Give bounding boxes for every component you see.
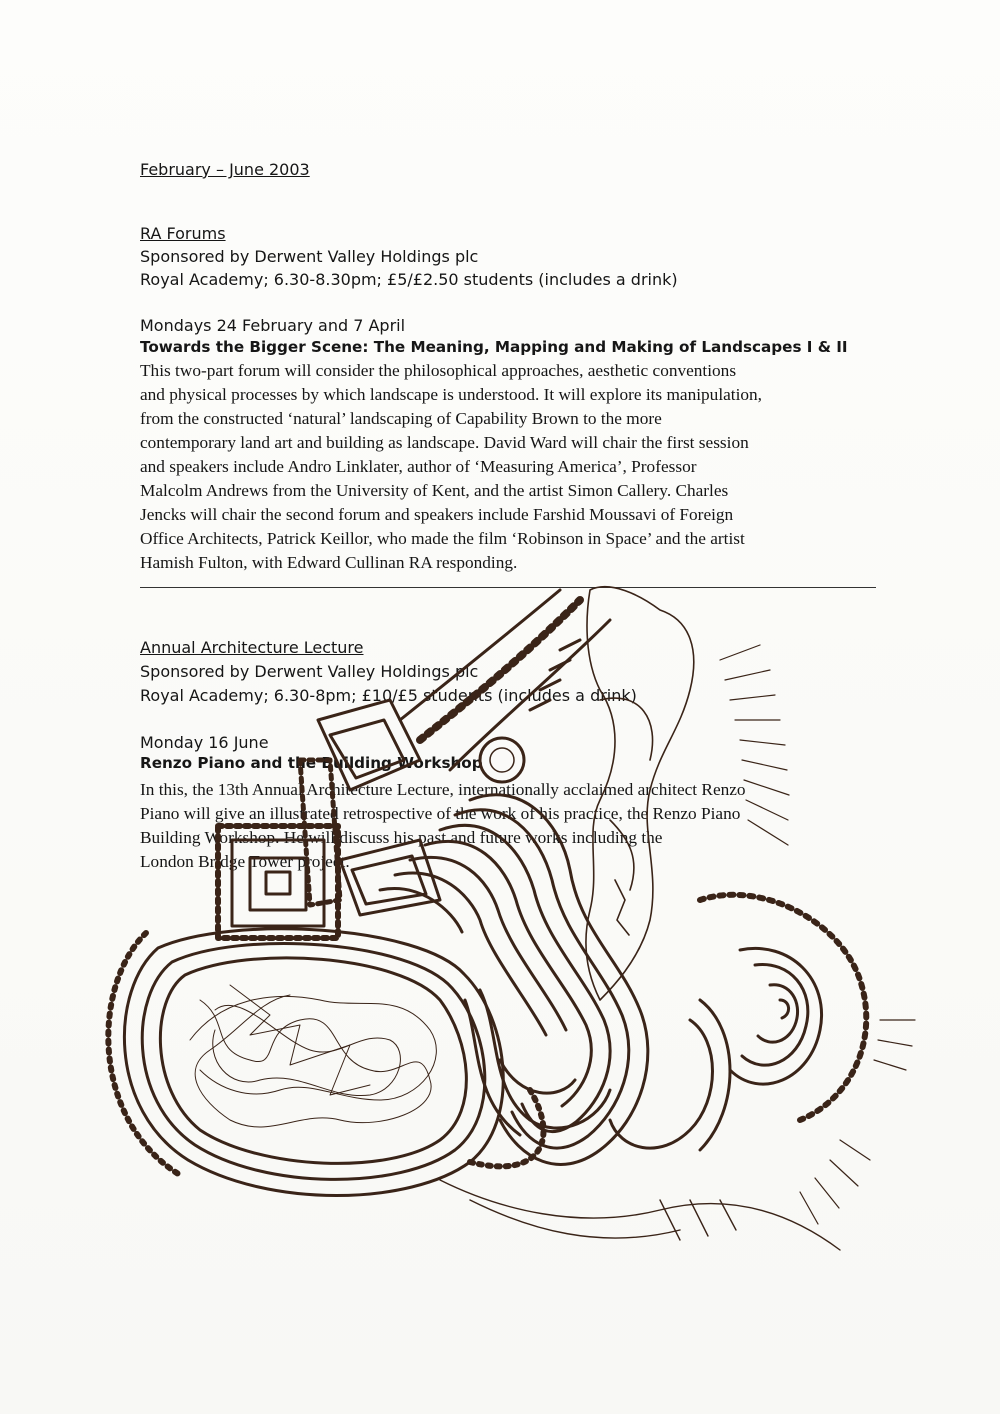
forums-line: and speakers include Andro Linklater, au… xyxy=(140,457,697,476)
lecture-sponsor: Sponsored by Derwent Valley Holdings plc xyxy=(140,662,479,681)
date-range-heading: February – June 2003 xyxy=(140,160,310,179)
right-contours xyxy=(608,891,870,1152)
lecture-line: Piano will give an illustrated retrospec… xyxy=(140,804,741,823)
ground-lines xyxy=(439,1179,841,1251)
forums-line: from the constructed ‘natural’ landscapi… xyxy=(140,409,662,428)
lecture-date: Monday 16 June xyxy=(140,733,269,752)
torso-figure xyxy=(585,585,695,1001)
forums-sponsor: Sponsored by Derwent Valley Holdings plc xyxy=(140,247,479,266)
forums-line: Malcolm Andrews from the University of K… xyxy=(140,481,729,500)
contour-bands xyxy=(378,793,650,1166)
lecture-section-title: Annual Architecture Lecture xyxy=(140,638,364,657)
forums-venue: Royal Academy; 6.30-8.30pm; £5/£2.50 stu… xyxy=(140,270,678,289)
forums-line: and physical processes by which landscap… xyxy=(140,385,762,404)
radiating-lines xyxy=(719,644,916,1225)
forums-line: Jencks will chair the second forum and s… xyxy=(140,505,734,524)
forums-section-title: RA Forums xyxy=(140,224,226,243)
oval-scribble-shape xyxy=(105,927,547,1197)
lecture-line: In this, the 13th Annual Architecture Le… xyxy=(140,780,746,799)
lecture-line: Building Workshop. He will discuss his p… xyxy=(140,828,663,847)
lecture-event-title: Renzo Piano and the Building Workshop xyxy=(140,754,483,772)
oval-scribble-fill xyxy=(189,984,437,1128)
forums-description: This two-part forum will consider the ph… xyxy=(140,359,885,575)
hatched-blocks xyxy=(215,698,442,941)
forums-line: Hamish Fulton, with Edward Cullinan RA r… xyxy=(140,553,518,572)
lecture-venue: Royal Academy; 6.30-8pm; £10/£5 students… xyxy=(140,686,637,705)
forums-line: This two-part forum will consider the ph… xyxy=(140,361,737,380)
forums-line: contemporary land art and building as la… xyxy=(140,433,749,452)
diagonal-hatched-band xyxy=(398,588,612,784)
forums-date: Mondays 24 February and 7 April xyxy=(140,316,406,335)
section-divider xyxy=(140,587,876,588)
forums-line: Office Architects, Patrick Keillor, who … xyxy=(140,529,745,548)
forums-event-title: Towards the Bigger Scene: The Meaning, M… xyxy=(140,338,848,356)
lecture-description: In this, the 13th Annual Architecture Le… xyxy=(140,778,885,874)
